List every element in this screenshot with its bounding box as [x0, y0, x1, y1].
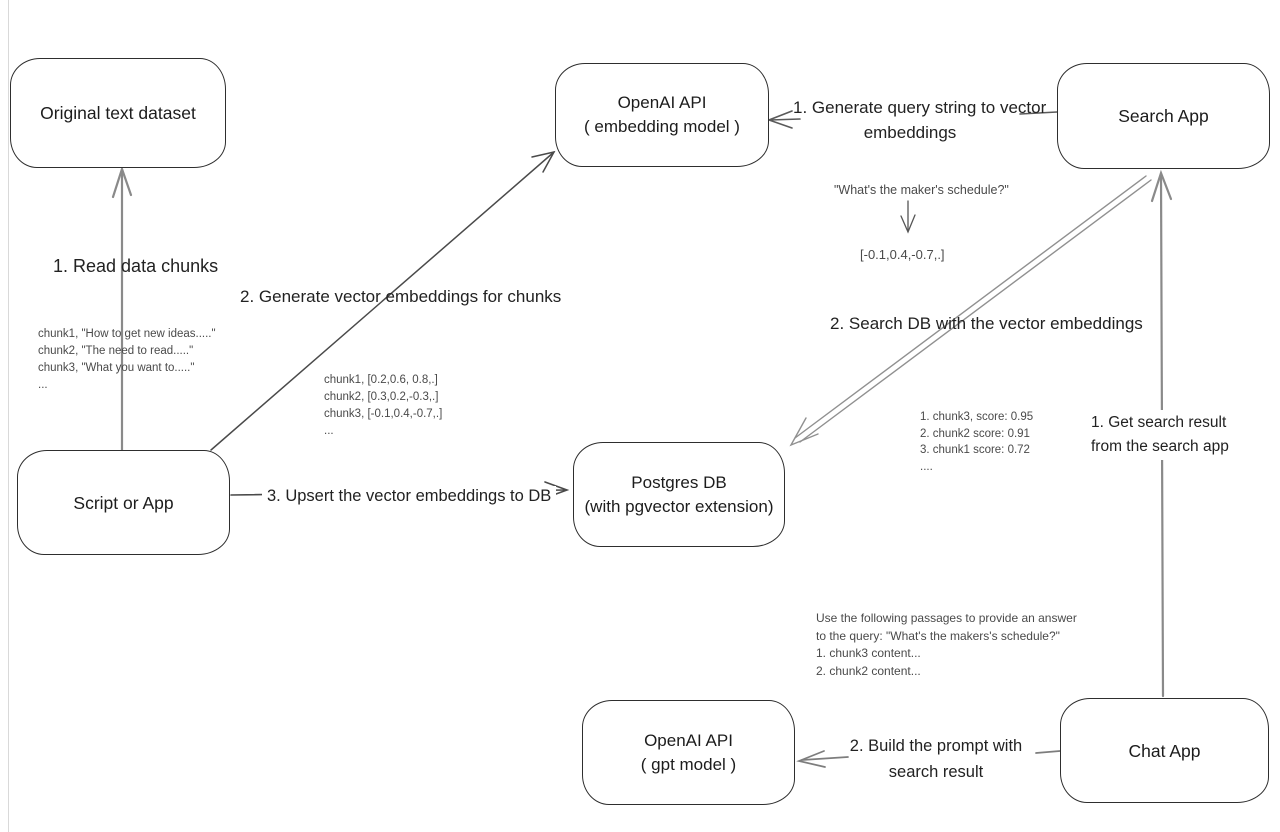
- node-label-line1: OpenAI API: [617, 93, 707, 112]
- node-postgres-db: Postgres DB (with pgvector extension): [573, 442, 785, 547]
- vector-list-line: chunk1, [0.2,0.6, 0.8,.]: [324, 374, 438, 386]
- node-label-line2: ( gpt model ): [640, 754, 737, 774]
- prompt-line: 1. chunk3 content...: [816, 646, 921, 660]
- annotation-prompt: Use the following passages to provide an…: [816, 610, 1077, 680]
- node-label-line1: OpenAI API: [644, 730, 733, 750]
- vector-list-line: chunk3, [-0.1,0.4,-0.7,.]: [324, 408, 443, 420]
- annotation-chunk-list: chunk1, "How to get new ideas....." chun…: [38, 326, 216, 394]
- node-label-line1: Postgres DB: [631, 472, 727, 492]
- node-openai-gpt-api: OpenAI API ( gpt model ): [582, 700, 795, 805]
- label-get-search-result-line2: from the search app: [1091, 438, 1229, 455]
- label-generate-embeddings: 2. Generate vector embeddings for chunks: [240, 287, 562, 306]
- node-original-text-dataset: Original text dataset: [10, 58, 226, 168]
- label-query-to-vector: 1. Generate query string to vector embed…: [793, 95, 1047, 145]
- label-get-search-result-line1: 1. Get search result: [1091, 414, 1227, 431]
- chunk-list-line: chunk3, "What you want to.....": [38, 362, 195, 374]
- label-read-data-chunks: 1. Read data chunks: [53, 256, 219, 276]
- label-search-db: 2. Search DB with the vector embeddings: [830, 314, 1143, 333]
- arrow-query-to-vector: [766, 110, 1058, 129]
- node-label: Search App: [1118, 106, 1209, 126]
- label-build-prompt-line2: search result: [888, 763, 984, 781]
- arrow-build-prompt: [796, 750, 1061, 768]
- canvas-edge-line: [8, 0, 9, 832]
- vector-list-line: ...: [324, 425, 334, 437]
- annotation-query-text: "What's the maker's schedule?": [834, 183, 1009, 197]
- chunk-list-line: chunk1, "How to get new ideas.....": [38, 328, 216, 340]
- label-upsert: 3. Upsert the vector embeddings to DB: [262, 486, 557, 507]
- prompt-line: to the query: "What's the makers's sched…: [816, 628, 1060, 643]
- vector-list-line: chunk2, [0.3,0.2,-0.3,.]: [324, 391, 439, 403]
- annotation-score-list: 1. chunk3, score: 0.95 2. chunk2 score: …: [920, 409, 1033, 475]
- chunk-list-line: ...: [38, 379, 48, 391]
- arrow-search-db: [789, 175, 1152, 447]
- node-search-app: Search App: [1057, 63, 1270, 169]
- score-list-line: 1. chunk3, score: 0.95: [920, 411, 1034, 423]
- arrow-query-text-to-vector: [900, 200, 916, 234]
- score-list-line: 3. chunk1 score: 0.72: [920, 444, 1030, 456]
- node-openai-embedding-api: OpenAI API ( embedding model ): [555, 63, 769, 167]
- score-list-line: 2. chunk2 score: 0.91: [920, 427, 1030, 440]
- node-label: Script or App: [73, 492, 174, 513]
- node-chat-app: Chat App: [1060, 698, 1269, 803]
- annotation-vector-list: chunk1, [0.2,0.6, 0.8,.] chunk2, [0.3,0.…: [324, 372, 442, 440]
- label-get-search-result: 1. Get search result from the search app: [1086, 410, 1234, 460]
- node-label: Original text dataset: [40, 103, 196, 123]
- prompt-line: 2. chunk2 content...: [816, 663, 921, 678]
- arrow-read-data-chunks: [111, 165, 133, 452]
- label-query-to-vector-line2: embeddings: [863, 123, 957, 142]
- node-script-or-app: Script or App: [17, 450, 230, 555]
- annotation-query-vector: [-0.1,0.4,-0.7,.]: [860, 247, 945, 262]
- score-list-line: ....: [920, 460, 933, 473]
- label-query-to-vector-line1: 1. Generate query string to vector: [793, 98, 1047, 117]
- prompt-line: Use the following passages to provide an…: [816, 611, 1077, 625]
- node-label-line2: ( embedding model ): [584, 117, 740, 136]
- arrow-generate-embeddings: [210, 150, 556, 451]
- node-label-line2: (with pgvector extension): [584, 496, 774, 516]
- label-build-prompt-line1: 2. Build the prompt with: [849, 737, 1023, 755]
- node-label: Chat App: [1128, 740, 1201, 761]
- chunk-list-line: chunk2, "The need to read.....": [38, 345, 194, 357]
- label-build-prompt: 2. Build the prompt with search result: [843, 733, 1029, 785]
